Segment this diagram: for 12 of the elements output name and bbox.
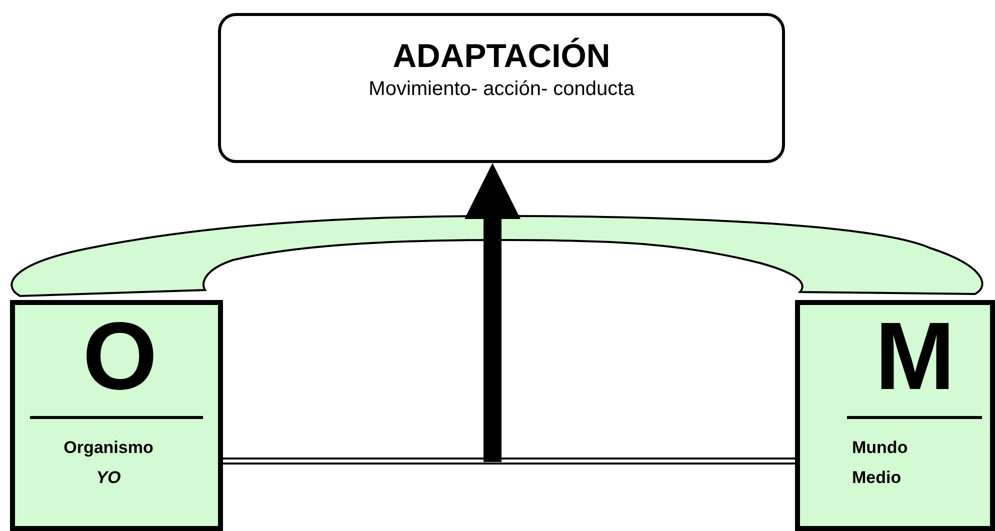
big-letter: M [874,307,956,407]
box-subtitle: Movimiento- acción- conducta [368,77,634,102]
big-letter: O [82,307,158,407]
box-title: ADAPTACIÓN [392,36,610,76]
letter-box [795,300,995,531]
box-label: Organismo YO [62,437,154,489]
thick-arrow [464,163,520,462]
arch-band [10,215,984,297]
process-box [218,13,785,163]
letter-box [10,300,223,531]
double-line [222,458,796,464]
box-label: Mundo Medio [852,437,909,489]
